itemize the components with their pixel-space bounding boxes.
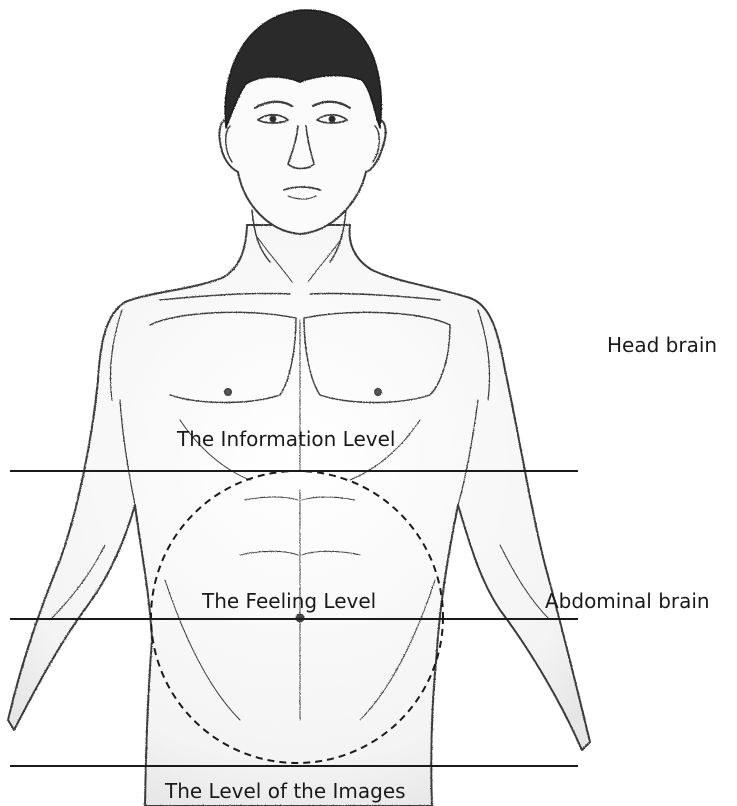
images-level-label: The Level of the Images (165, 779, 406, 803)
information-level-label: The Information Level (177, 427, 395, 451)
feeling-level-label: The Feeling Level (202, 589, 376, 613)
left-pupil (270, 116, 276, 122)
right-nipple (375, 389, 382, 396)
head-brain-label: Head brain (607, 333, 717, 357)
left-nipple (225, 389, 232, 396)
abdominal-brain-label: Abdominal brain (545, 589, 710, 613)
body-outline (8, 225, 590, 806)
right-pupil (329, 116, 335, 122)
